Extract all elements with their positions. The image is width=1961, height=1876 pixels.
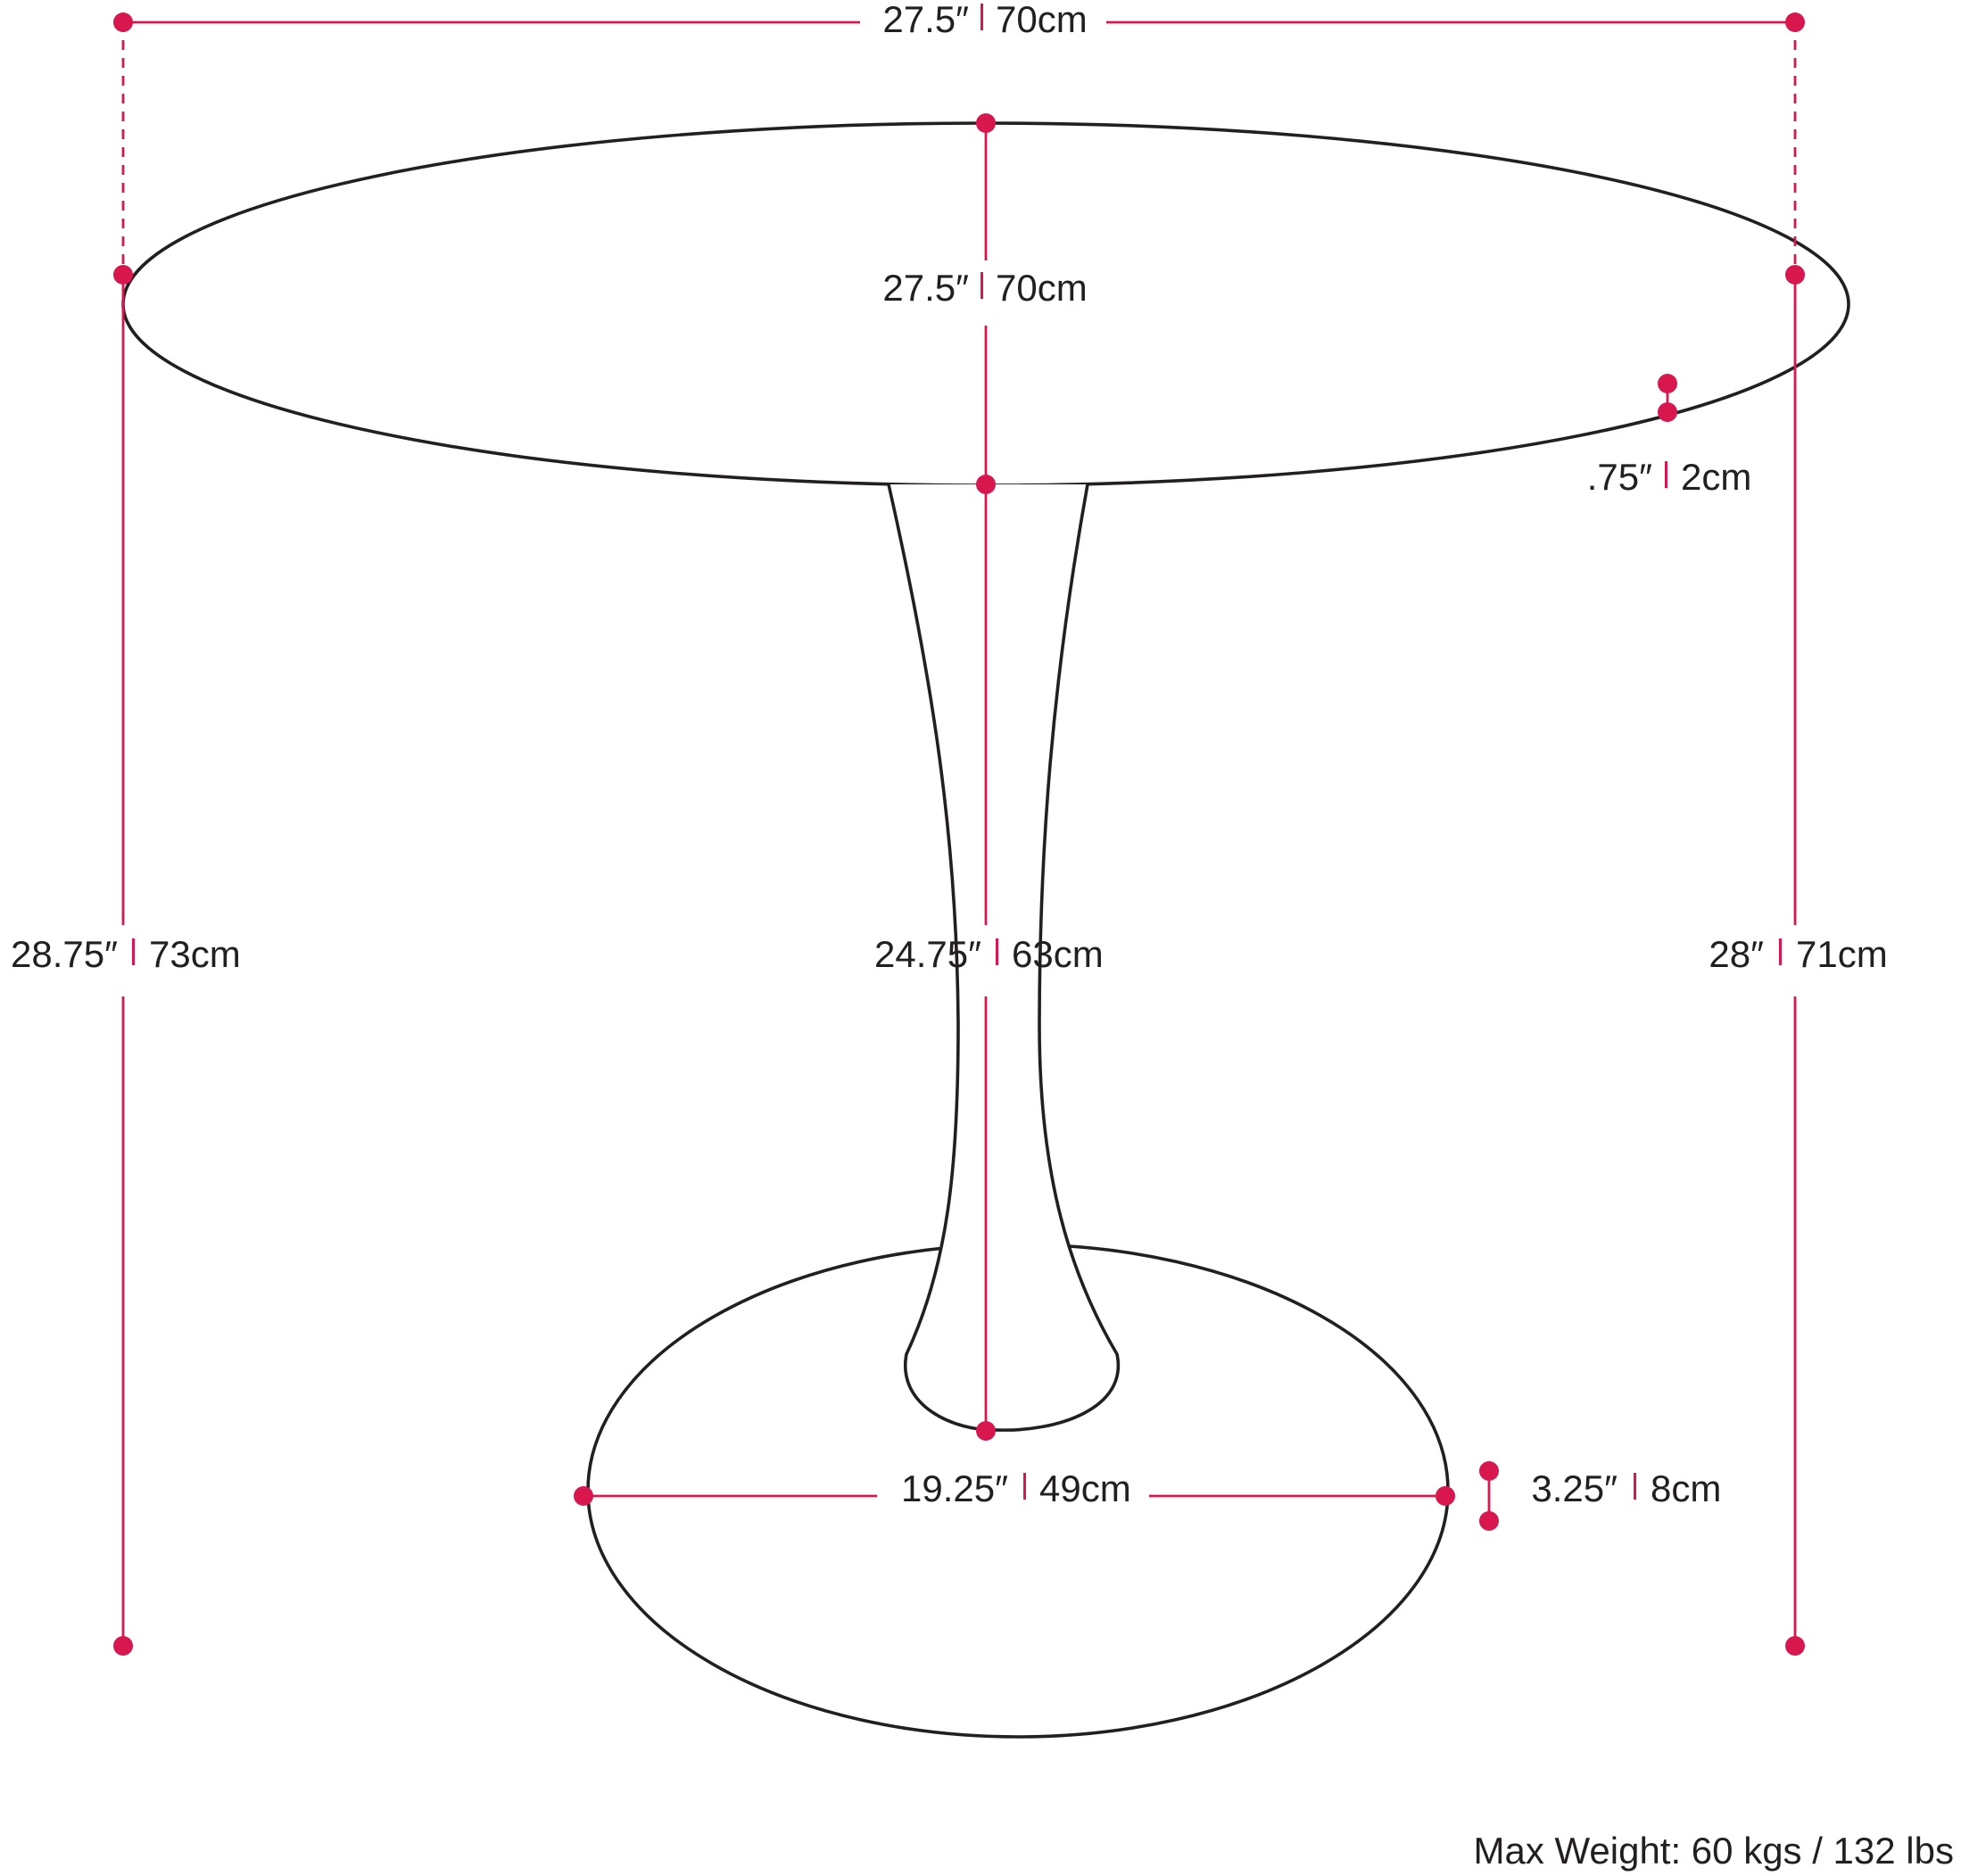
pedestal-outline xyxy=(887,483,1121,1432)
marker-dot xyxy=(1658,374,1677,393)
label-separator xyxy=(1023,1473,1026,1500)
marker-dot xyxy=(1785,12,1805,32)
top-thickness-metric: 2cm xyxy=(1681,456,1751,498)
marker-dot xyxy=(1479,1461,1499,1481)
marker-dot xyxy=(1436,1486,1455,1506)
label-separator xyxy=(1665,461,1667,488)
marker-dot xyxy=(574,1486,593,1506)
dimension-overall-height: 28.75″ 73cm xyxy=(11,265,241,1656)
dimension-under-top-height: 28″ 71cm xyxy=(1709,265,1888,1656)
top-width-metric: 70cm xyxy=(996,0,1088,40)
dimension-pedestal-height: 24.75″ 63cm xyxy=(874,484,1104,1441)
marker-dot xyxy=(1785,1636,1805,1656)
marker-dot xyxy=(1658,402,1677,422)
base-width-imperial: 19.25″ xyxy=(901,1467,1008,1509)
top-thickness-imperial: .75″ xyxy=(1587,456,1652,498)
label-separator xyxy=(132,938,135,965)
pedestal-height-metric: 63cm xyxy=(1012,933,1104,975)
marker-dot xyxy=(113,265,133,285)
label-separator xyxy=(1634,1473,1636,1500)
pedestal-height-imperial: 24.75″ xyxy=(874,933,981,975)
label-separator xyxy=(996,938,998,965)
under-top-height-metric: 71cm xyxy=(1796,933,1888,975)
dimension-top-width: 27.5″ 70cm xyxy=(113,0,1805,275)
marker-dot xyxy=(113,12,133,32)
max-weight-note: Max Weight: 60 kgs / 132 lbs xyxy=(1474,1830,1955,1872)
marker-dot xyxy=(1785,265,1805,285)
base-height-metric: 8cm xyxy=(1651,1467,1721,1509)
dimension-top-thickness: .75″ 2cm xyxy=(1587,374,1751,498)
base-height-imperial: 3.25″ xyxy=(1531,1467,1618,1509)
marker-dot xyxy=(113,1636,133,1656)
table-pedestal xyxy=(889,484,1119,1431)
top-width-imperial: 27.5″ xyxy=(882,0,969,40)
overall-height-metric: 73cm xyxy=(149,933,241,975)
dimension-top-depth: 27.5″ 70cm xyxy=(882,113,1088,494)
dimension-base-height: 3.25″ 8cm xyxy=(1479,1461,1721,1531)
label-separator xyxy=(1779,938,1782,965)
base-width-metric: 49cm xyxy=(1039,1467,1131,1509)
marker-dot xyxy=(976,1421,996,1441)
marker-dot xyxy=(976,113,996,133)
top-depth-imperial: 27.5″ xyxy=(882,267,969,309)
top-depth-metric: 70cm xyxy=(996,267,1088,309)
marker-dot xyxy=(1479,1511,1499,1531)
label-separator xyxy=(980,4,983,30)
label-separator xyxy=(980,272,983,299)
dimension-base-width: 19.25″ 49cm xyxy=(574,1467,1455,1509)
overall-height-imperial: 28.75″ xyxy=(11,933,118,975)
under-top-height-imperial: 28″ xyxy=(1709,933,1764,975)
